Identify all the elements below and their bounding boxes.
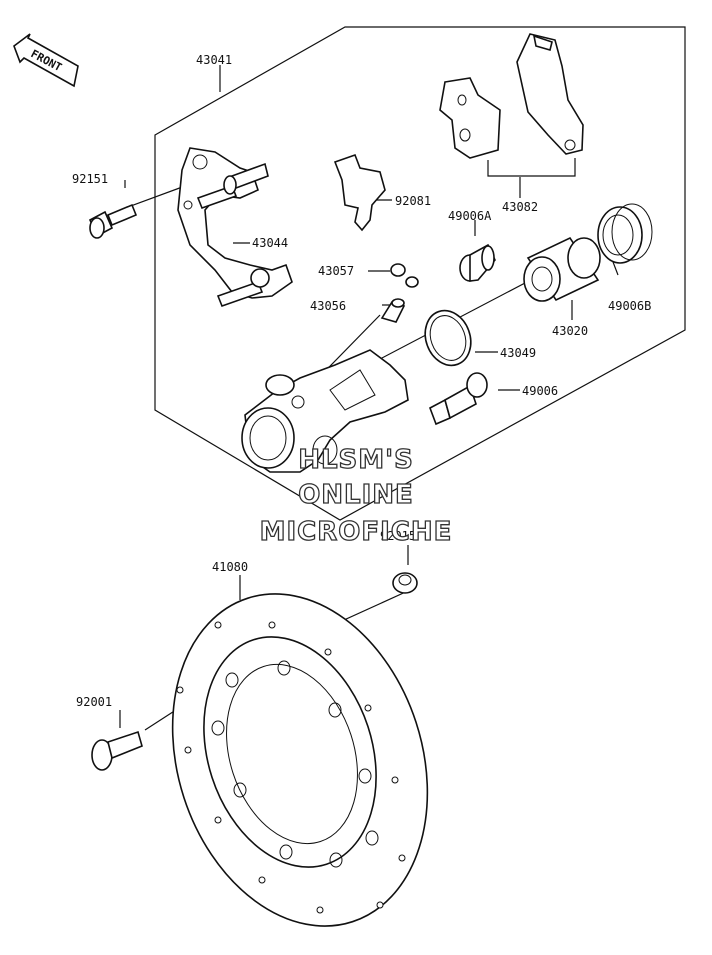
dust-seal-49006b xyxy=(597,203,653,264)
seal-49006a xyxy=(459,243,496,282)
bolt-92151 xyxy=(88,203,138,239)
label-43020: 43020 xyxy=(552,324,588,338)
label-43044: 43044 xyxy=(252,236,288,250)
piston xyxy=(523,236,601,302)
brake-pad-inner xyxy=(439,77,501,159)
watermark-line-2: ONLINE xyxy=(298,480,414,510)
label-49006b: 49006B xyxy=(608,299,651,313)
label-43041: 43041 xyxy=(196,53,232,67)
label-41080: 41080 xyxy=(212,560,248,574)
caliper-body xyxy=(241,349,409,473)
label-92015: 92015 xyxy=(380,529,416,543)
label-92081: 92081 xyxy=(395,194,431,208)
watermark: HLSM'S ONLINE MICROFICHE xyxy=(259,444,453,547)
bleeder-valve xyxy=(380,298,406,323)
slide-pin xyxy=(429,372,488,426)
front-arrow-icon: FRONT xyxy=(13,33,79,88)
bolt-92001 xyxy=(91,730,143,771)
piston-seal xyxy=(424,309,472,367)
label-43049: 43049 xyxy=(500,346,536,360)
label-49006a: 49006A xyxy=(448,209,492,223)
pad-spring xyxy=(333,153,386,232)
label-43082: 43082 xyxy=(502,200,538,214)
label-43057: 43057 xyxy=(318,264,354,278)
caliper-bracket xyxy=(177,147,293,308)
watermark-line-1: HLSM'S xyxy=(298,445,414,475)
label-92151: 92151 xyxy=(72,172,108,186)
nut-92015 xyxy=(392,572,418,594)
brake-pad-outer xyxy=(516,33,584,155)
watermark-line-3: MICROFICHE xyxy=(260,517,453,547)
label-43056: 43056 xyxy=(310,299,346,313)
label-49006: 49006 xyxy=(522,384,558,398)
caliper-assembly-outline xyxy=(154,26,686,521)
brake-disc xyxy=(171,593,429,927)
label-92001: 92001 xyxy=(76,695,112,709)
bleeder-cap xyxy=(390,263,419,288)
